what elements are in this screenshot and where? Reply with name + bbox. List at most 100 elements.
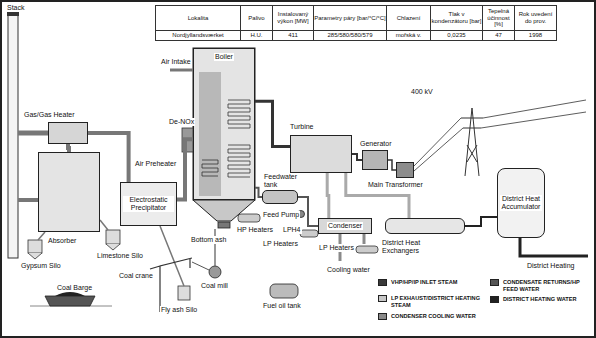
legend-item: DISTRICT HEATING WATER <box>490 296 595 303</box>
transmission-line <box>414 100 586 171</box>
table-header-cell: Chlazení <box>386 5 431 31</box>
component-label: Feed Pump <box>262 211 300 219</box>
component-label-holder: Bottom ash <box>190 236 227 244</box>
transmission-line <box>414 100 586 176</box>
table-text: Lokalita <box>188 15 209 22</box>
turbine-box: Turbine <box>290 135 352 173</box>
table-header-cell: Rok uvedení do prov. <box>514 5 557 31</box>
table-cell: 0,0235 <box>430 30 483 41</box>
component-label: Coal crane <box>118 272 154 280</box>
feedwater-heaters <box>300 230 318 237</box>
stack-drawing <box>7 12 19 16</box>
component-label-holder: 400 kV <box>410 88 434 96</box>
table-cell: Nordjyllandsværket <box>155 30 241 41</box>
table-cell: 411 <box>272 30 314 41</box>
component-label-holder: Coal crane <box>118 272 154 280</box>
legend-text: DISTRICT HEATING WATER <box>503 296 595 303</box>
silos <box>106 230 120 244</box>
silos <box>100 220 108 230</box>
generator-box: Generator <box>362 150 388 170</box>
component-label-holder: Stack <box>6 4 26 12</box>
coal-handling <box>45 296 95 306</box>
component-label-holder: HP Heaters <box>236 226 274 234</box>
table-cell: 285/580/580/579 <box>313 30 387 41</box>
component-label-holder: Feed Pump <box>262 211 300 219</box>
component-label: De-NOx <box>168 118 195 126</box>
district-heating-pipe <box>520 238 588 256</box>
table-header-cell: Palivo <box>240 5 273 31</box>
coal-handling <box>192 262 209 270</box>
component-label: Coal Barge <box>56 284 93 292</box>
component-label-holder: Fuel oil tank <box>262 302 302 310</box>
table-text: Tepelná účinnost [%] <box>483 8 514 29</box>
condenser-box: Condenser <box>318 218 372 234</box>
table-cell: 1998 <box>514 30 557 41</box>
component-label-holder: LPH4 <box>282 226 302 234</box>
pipe-connector <box>352 154 362 160</box>
component-label-holder: Air Preheater <box>134 160 177 168</box>
table-text: Chlazení <box>397 15 421 22</box>
table-text: 1998 <box>529 32 542 39</box>
table-text: Parametry páry [bar/°C/°C] <box>314 15 385 22</box>
legend-swatch <box>378 295 387 302</box>
boiler-drawing <box>199 72 221 196</box>
table-header-cell: Parametry páry [bar/°C/°C] <box>313 5 387 31</box>
component-name: Generator <box>359 140 393 148</box>
coal-handling <box>214 229 215 266</box>
component-label: Air Intake <box>160 58 192 66</box>
component-label: Fly ash Silo <box>160 306 198 314</box>
stack-drawing <box>18 131 48 136</box>
feedwater-tank: Feedwater tank <box>262 190 298 204</box>
boiler-drawing <box>218 222 230 228</box>
table-text: mořská v. <box>396 32 422 39</box>
component-name: Condenser <box>327 222 363 230</box>
boiler-drawing <box>170 48 255 228</box>
silos <box>160 226 184 286</box>
coal-handling <box>209 266 221 278</box>
pipe-connector <box>346 173 409 218</box>
table-text: 411 <box>288 32 298 39</box>
legend-text: CONDENSATE RETURNS/HP FEED WATER <box>503 279 595 292</box>
pipe-connector <box>298 197 318 226</box>
component-label-holder: Gypsum Silo <box>20 262 62 270</box>
table-text: Rok uvedení do prov. <box>515 11 556 25</box>
boiler-drawing <box>170 69 193 72</box>
feedwater-heaters <box>238 214 260 222</box>
coal-handling <box>270 284 298 298</box>
table-header-cell: Instalovaný výkon [MW] <box>272 5 314 31</box>
legend-swatch <box>490 279 499 286</box>
component-label-holder: LP Heaters <box>262 240 299 248</box>
component-name: Turbine <box>289 123 314 131</box>
component-label: Limestone Silo <box>96 252 144 260</box>
component-label: Air Preheater <box>134 160 177 168</box>
pipe-connector <box>68 144 69 152</box>
component-label: District Heating <box>526 262 575 270</box>
coal-handling <box>30 229 298 312</box>
table-header-cell: Lokalita <box>155 5 241 31</box>
cooling-water-pipe <box>363 234 366 244</box>
absorber-box: Absorber <box>38 152 100 232</box>
table-text: 285/580/580/579 <box>327 32 372 39</box>
table-text: 0,0235 <box>447 32 465 39</box>
component-label-holder: Cooling water <box>326 266 371 274</box>
coal-handling <box>55 292 85 296</box>
component-label-holder: Coal mill <box>200 282 229 290</box>
component-label: LP Heaters <box>262 240 299 248</box>
component-label: Stack <box>6 4 26 12</box>
table-text: H.U. <box>251 32 263 39</box>
legend-text: LP EXHAUST/DISTRICT HEATING STEAM <box>391 295 483 308</box>
silos <box>106 244 120 250</box>
component-name: Gas/Gas Heater <box>23 111 76 119</box>
component-label-holder: De-NOx <box>168 118 195 126</box>
table-cell: mořská v. <box>386 30 431 41</box>
component-name: District Heat Exchangers <box>381 239 435 255</box>
component-name: District Heat Accumulator <box>500 195 542 211</box>
component-name: Absorber <box>47 237 77 245</box>
legend-item: CONDENSER COOLING WATER <box>378 313 483 320</box>
table-cell: 47 <box>482 30 515 41</box>
transformer-box: Main Transformer <box>396 162 414 178</box>
component-label-holder: Limestone Silo <box>96 252 144 260</box>
precipitator-box: Electrostatic Precipitator <box>120 182 177 226</box>
